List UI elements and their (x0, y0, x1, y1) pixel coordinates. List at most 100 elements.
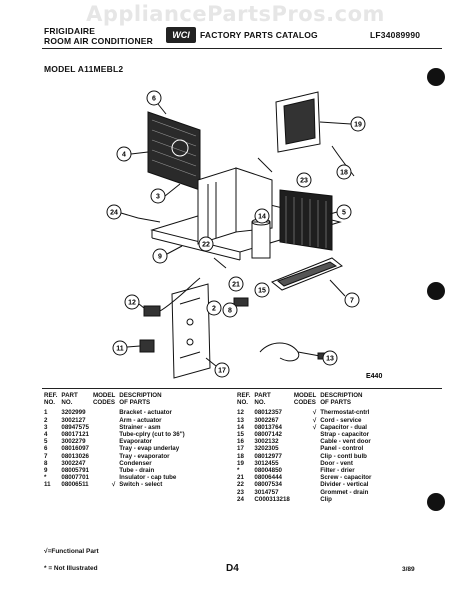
header-rule (42, 48, 442, 49)
description-cell: Tube - drain (119, 467, 155, 475)
callout-22: 22 (198, 236, 214, 252)
svg-text:24: 24 (110, 210, 118, 217)
description-cell: Door - vent (320, 459, 353, 467)
ref-cell: 16 (237, 438, 244, 446)
callout-4: 4 (116, 146, 149, 162)
ref-cell: 14 (237, 423, 244, 431)
callout-3: 3 (150, 183, 181, 204)
ref-cell: 11 (44, 481, 51, 489)
model-codes-cell (91, 417, 117, 424)
model-codes-cell: √ (312, 416, 317, 424)
callout-17: 17 (205, 357, 230, 378)
ref-cell: 24 (237, 495, 244, 503)
description-cell: Tray - evap underlay (119, 445, 180, 453)
control-panel (171, 283, 211, 379)
ref-cell: * (237, 467, 240, 475)
functional-part-note: √=Functional Part (44, 548, 99, 555)
description-cell: Switch - select (119, 481, 163, 489)
evaporator (279, 189, 333, 251)
description-cell: Condenser (119, 459, 152, 467)
description-cell: Panel - control (320, 445, 364, 453)
not-illustrated-note: * = Not Illustrated (44, 565, 98, 572)
ref-cell: 9 (44, 467, 48, 475)
punch-hole (427, 282, 445, 300)
callout-18: 18 (336, 164, 352, 180)
description-cell: Cord - service (320, 416, 362, 424)
callout-24: 24 (106, 204, 139, 220)
ref-cell: 19 (237, 459, 244, 467)
model-codes-cell (292, 438, 318, 445)
model-codes-cell (91, 424, 117, 431)
ref-cell: 17 (237, 445, 244, 453)
description-cell: Strainer - asm (119, 423, 161, 431)
callout-8: 8 (222, 302, 238, 318)
shroud (197, 167, 237, 245)
selector-switch (139, 339, 155, 353)
description-cell: Tray - evaporator (119, 452, 170, 460)
model-number: MODEL A11MEBL2 (44, 64, 124, 74)
svg-text:5: 5 (342, 210, 346, 217)
svg-text:6: 6 (152, 96, 156, 103)
svg-text:8: 8 (228, 308, 232, 315)
table-row: 3 08947575 Strainer - asm (42, 424, 187, 431)
table-top-rule (42, 388, 442, 389)
callout-21: 21 (228, 276, 244, 292)
description-cell: Filter - drier (320, 467, 355, 475)
figure-code: E440 (366, 373, 382, 380)
part-number-cell: 3002127 (61, 416, 86, 424)
part-number-cell: 3012455 (254, 459, 279, 467)
ref-cell: 1 (44, 409, 48, 417)
model-codes-cell: √ (312, 409, 317, 417)
thermostat (143, 305, 161, 317)
description-cell: Insulator - cap tube (119, 474, 177, 482)
svg-text:21: 21 (232, 282, 240, 289)
svg-text:11: 11 (116, 346, 124, 353)
description-cell: Grommet - drain (320, 488, 369, 496)
ref-cell: 5 (44, 438, 48, 446)
model-codes-cell (91, 467, 117, 474)
callout-7: 7 (329, 279, 360, 308)
table-row: 19 3012455 Door - vent (235, 460, 373, 467)
part-number-cell: 08006444 (254, 474, 282, 482)
model-codes-cell (292, 431, 318, 438)
part-number-cell: 08007142 (254, 431, 282, 439)
col-ref: REF.NO. (44, 392, 58, 407)
model-codes-cell (91, 438, 117, 445)
callout-2: 2 (206, 300, 222, 316)
model-codes-cell (91, 445, 117, 452)
part-number-cell: 08947575 (61, 423, 89, 431)
model-codes-cell (292, 445, 318, 452)
description-cell: Bracket - actuator (119, 409, 172, 417)
exploded-parts-diagram: 6 19 4 18 3 23 5 (106, 90, 382, 380)
part-number-cell: 3002279 (61, 438, 86, 446)
model-codes-cell (292, 481, 318, 488)
wci-logo: WCI (166, 27, 196, 43)
callout-14: 14 (254, 208, 270, 224)
description-cell: Clip (320, 495, 332, 503)
model-codes-cell (91, 453, 117, 460)
part-number-cell: 08006511 (61, 481, 89, 489)
page-number: D4 (226, 563, 239, 574)
description-cell: Evaporator (119, 438, 152, 446)
ref-cell: 6 (44, 445, 48, 453)
ref-cell: 7 (44, 452, 48, 460)
description-cell: Thermostat-cntrl (320, 409, 370, 417)
callout-23: 23 (296, 172, 312, 188)
part-number-cell: 08012977 (254, 452, 282, 460)
ref-cell: 3 (44, 423, 48, 431)
model-codes-cell (91, 409, 117, 416)
svg-text:15: 15 (258, 288, 266, 295)
